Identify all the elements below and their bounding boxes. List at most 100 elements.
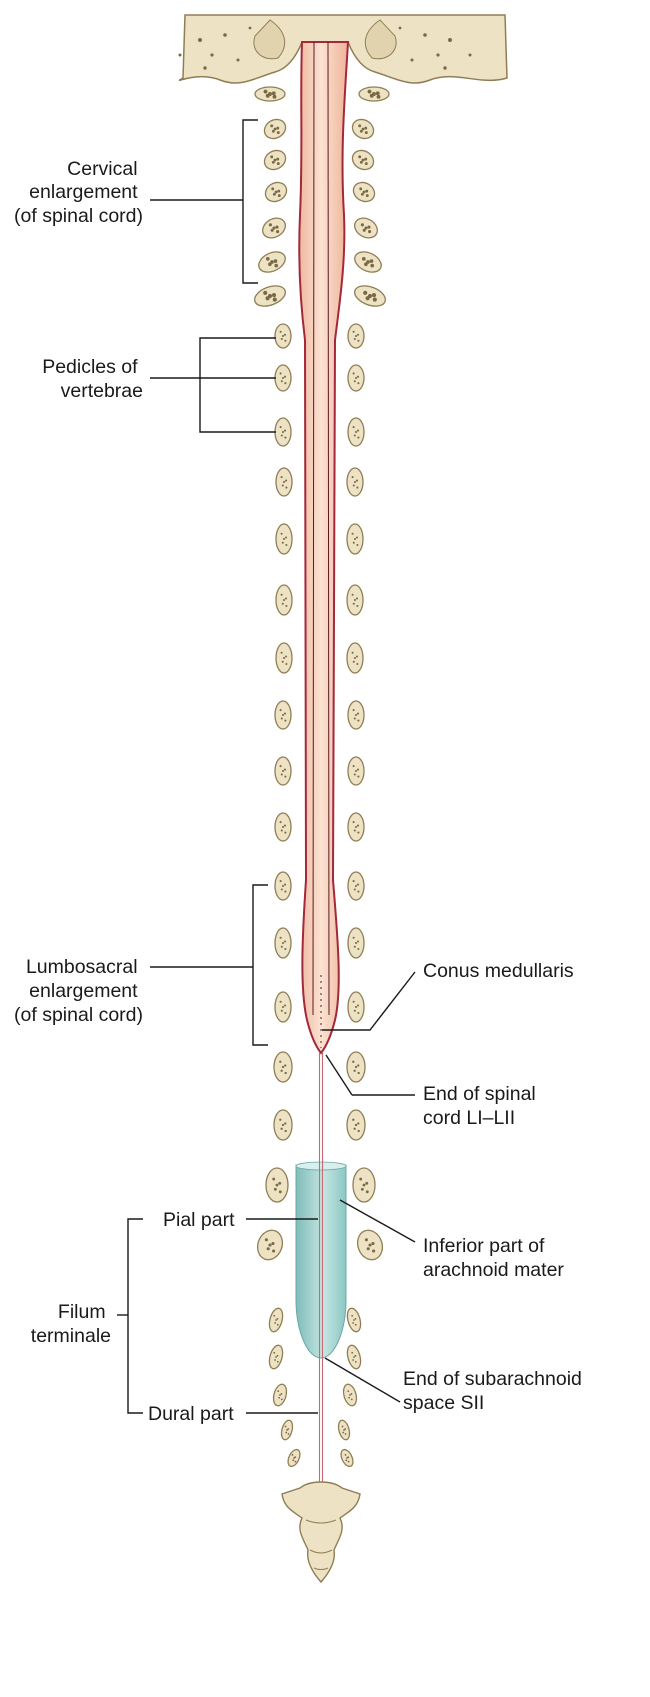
bone-texture-dot [368,1243,372,1247]
bone-texture-dot [355,536,359,539]
bone-texture-dot [264,1238,268,1242]
bone-texture-dot [271,129,275,133]
bone-texture-dot [356,940,360,943]
bone-texture-dot [356,712,360,715]
conus-label: Conus medullaris [423,960,574,982]
bone-texture-dot [349,1394,351,1396]
bone-texture-dot [353,1127,356,1130]
bone-texture-dot [363,290,368,295]
bone-texture-dot [352,936,355,939]
bone-texture-dot [279,1118,282,1121]
bone-texture-dot [281,884,285,888]
bone-texture-dot [353,1069,356,1072]
bone-texture-dot [352,880,355,883]
bone-texture-dot [352,426,355,429]
bone-texture-dot [280,476,283,479]
bone-texture-dot [354,769,358,773]
filum-terminale-strand [318,1052,324,1515]
bone-texture-dot [276,1354,279,1357]
bone-texture-dot [284,339,287,342]
bone-texture-dot [365,1190,369,1194]
bone-texture-dot [357,775,360,778]
bone-texture-dot [280,945,283,948]
bone-texture-dot [353,1356,355,1358]
lumbosacral-bracket [252,884,268,1046]
filum-bracket [127,1218,143,1414]
bone-texture-dot [357,1129,360,1133]
bone-texture-dot [354,376,358,380]
bone-texture-dot [277,1390,280,1393]
bone-texture-dot [276,230,280,234]
bone-texture-dot [354,1317,357,1320]
bone-texture-dot [294,1460,297,1463]
bone-texture-dot [347,1460,350,1463]
bone-texture-dot [286,1429,288,1431]
bone-texture-dot [280,1127,283,1130]
bone-texture-dot [276,1323,279,1326]
bone-texture-dot [279,330,282,333]
pedicles-bracket [199,337,276,433]
bone-texture-dot [355,479,359,482]
bone-texture-dot [367,293,373,299]
bone-texture-dot [372,1249,376,1253]
bone-texture-dot [273,127,277,131]
arachnoid-leader [339,1199,416,1243]
bone-texture-dot [274,263,279,268]
bone-texture-dot [274,1322,276,1324]
bone-texture-dot [285,662,288,666]
bone-texture-dot [353,1009,356,1012]
bone-texture-dot [365,1181,369,1185]
bone-texture-dot [281,430,285,434]
bone-texture-dot [344,1453,347,1456]
bone-texture-dot [347,1456,350,1458]
bone-texture-dot [281,1123,285,1127]
bone-texture-dot [356,543,359,547]
bone-texture-dot [352,372,355,375]
bone-texture-dot [275,1319,277,1321]
bone-texture-dot [278,1396,280,1399]
bone-texture-dot [281,660,284,663]
bone-texture-dot [278,1190,282,1194]
bone-texture-dot [272,1177,276,1181]
bone-texture-dot [358,155,362,159]
bone-texture-dot [279,426,282,429]
end-cord-leader [325,1054,353,1096]
bone-texture-dot [370,263,375,268]
bone-texture-dot [353,337,356,341]
bone-texture-dot [365,189,369,193]
bone-texture-dot [366,260,370,264]
bone-texture-dot [365,194,369,198]
bone-texture-dot [361,158,365,162]
bone-texture-dot [283,883,287,886]
bone-texture-dot [276,1360,279,1363]
bone-texture-dot [280,651,283,654]
bone-texture-dot [291,1453,294,1456]
bone-texture-dot [281,602,284,605]
bone-texture-dot [356,604,359,608]
bone-texture-dot [353,773,356,776]
bone-texture-dot [280,532,283,535]
bone-texture-dot [273,259,278,263]
bone-texture-dot [344,1433,347,1435]
filum-label: Filum terminale [31,1301,111,1347]
bone-texture-dot [352,541,355,544]
bone-texture-dot [359,1177,363,1181]
bone-texture-dot [277,189,281,193]
bone-texture-dot [355,597,359,600]
bone-texture-dot [351,1351,354,1354]
bone-texture-dot [282,480,286,484]
bone-texture-dot [352,330,355,333]
bone-texture-dot [276,126,280,130]
bone-texture-dot [375,91,380,96]
bone-texture-dot [270,228,274,232]
bone-texture-dot [276,157,280,161]
bone-texture-dot [283,375,287,378]
bone-texture-dot [279,372,282,375]
bone-texture-dot [354,334,358,338]
bone-texture-dot [364,157,368,161]
bone-texture-dot [352,660,355,663]
bone-texture-dot [282,537,286,541]
bone-texture-dot [359,160,363,164]
bone-texture-dot [357,1011,360,1015]
bone-texture-dot [359,129,363,133]
